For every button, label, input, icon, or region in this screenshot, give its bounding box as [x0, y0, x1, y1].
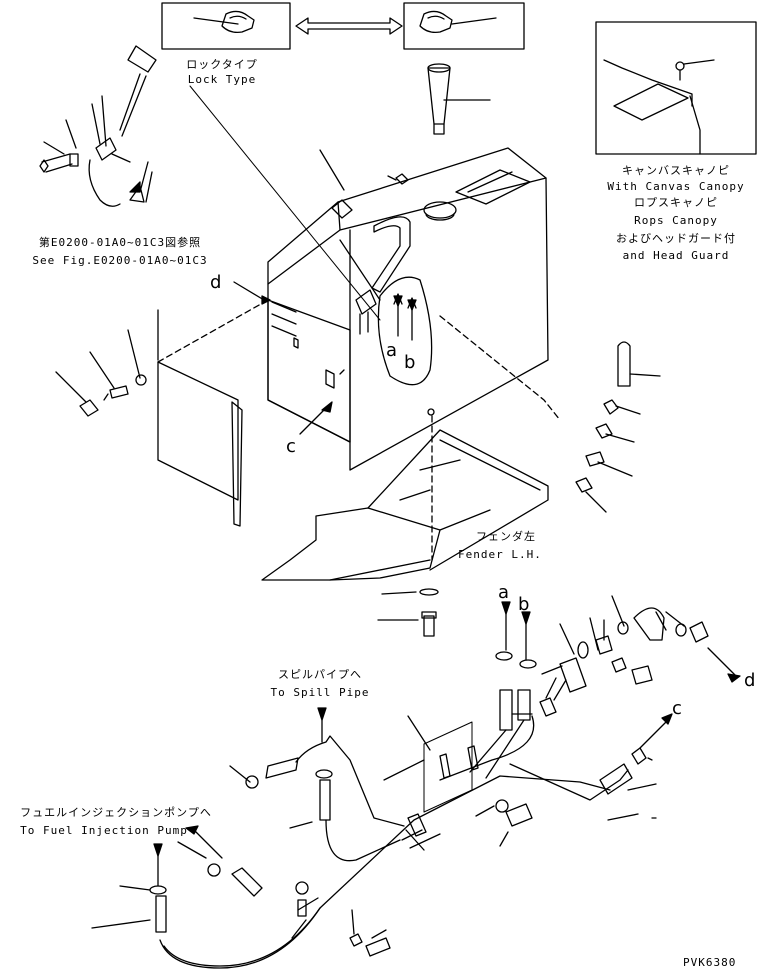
- fuel-tank-body: [267, 63, 549, 471]
- canvas-canopy-en: With Canvas Canopy: [607, 180, 745, 193]
- interchange-arrow: [295, 17, 403, 35]
- callout-b-upper: b: [404, 352, 416, 373]
- rops-canopy-en: Rops Canopy: [634, 214, 718, 227]
- head-guard-en: and Head Guard: [622, 249, 730, 262]
- callout-c-lower: c: [672, 698, 682, 719]
- head-guard-jp: およびヘッドガード付: [616, 232, 736, 245]
- fuel-piping: [91, 595, 709, 969]
- canopy-inset-box: [595, 21, 757, 155]
- drawing-code: PVK6380: [683, 956, 737, 969]
- lock-type-jp: ロックタイプ: [186, 58, 258, 71]
- callout-a-upper: a: [386, 340, 398, 361]
- callout-c-upper: c: [286, 436, 296, 457]
- tank-side-plate: [267, 299, 351, 443]
- lock-type-en: Lock Type: [187, 73, 257, 86]
- callout-a-lower: a: [498, 582, 510, 603]
- injection-pump-en: To Fuel Injection Pump: [20, 824, 188, 837]
- lock-type-cap-box: [161, 2, 291, 50]
- fender-lh: [261, 315, 561, 581]
- callout-b-lower: b: [518, 594, 530, 615]
- rops-canopy-jp: ロプスキャノピ: [634, 196, 718, 209]
- flow-arrows: [129, 181, 741, 887]
- see-fig-en: See Fig.E0200-01A0~01C3: [32, 254, 208, 267]
- spill-pipe-en: To Spill Pipe: [270, 686, 370, 699]
- fender-bolt: [377, 588, 439, 637]
- callout-d-upper: d: [210, 272, 222, 293]
- left-cover-plate: [157, 299, 269, 527]
- left-bolts: [55, 329, 147, 417]
- see-fig-jp: 第E0200-01A0~01C3図参照: [38, 236, 202, 249]
- fender-jp: フェンダ左: [476, 530, 536, 543]
- drain-fittings: [575, 341, 661, 513]
- injection-pump-jp: フュエルインジェクションポンプへ: [20, 806, 212, 819]
- spill-pipe-jp: スピルパイプへ: [278, 668, 362, 681]
- callout-d-lower: d: [744, 670, 756, 691]
- standard-cap-box: [403, 2, 525, 50]
- canvas-canopy-jp: キャンバスキャノピ: [622, 164, 730, 177]
- fuel-level-gauge: [39, 45, 157, 207]
- fender-en: Fender L.H.: [458, 548, 542, 561]
